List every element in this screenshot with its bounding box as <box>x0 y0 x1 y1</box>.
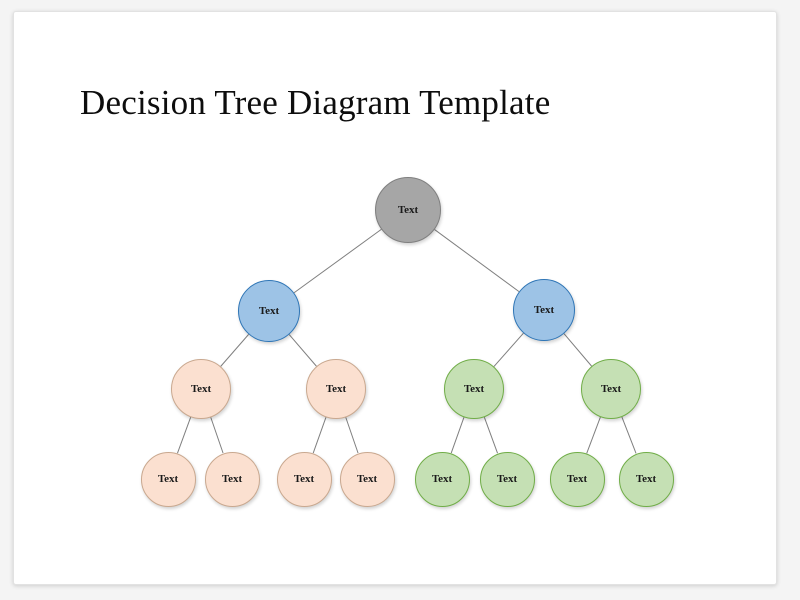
tree-node-l3-g[interactable]: Text <box>549 451 605 507</box>
tree-edge <box>621 416 637 454</box>
tree-node-l2-d[interactable]: Text <box>581 359 641 419</box>
tree-node-l3-a[interactable]: Text <box>140 451 196 507</box>
tree-node-label: Text <box>356 472 378 485</box>
tree-node-l3-d[interactable]: Text <box>339 451 395 507</box>
tree-edge <box>345 417 359 454</box>
tree-edge <box>493 332 524 367</box>
tree-node-l2-c[interactable]: Text <box>444 359 504 419</box>
tree-node-l1-b[interactable]: Text <box>513 279 575 341</box>
tree-node-label: Text <box>600 382 622 395</box>
tree-edge <box>563 333 592 367</box>
tree-node-l1-a[interactable]: Text <box>238 280 300 342</box>
tree-edge <box>210 417 224 454</box>
tree-node-l3-b[interactable]: Text <box>204 451 260 507</box>
tree-node-label: Text <box>397 203 419 216</box>
tree-node-l3-e[interactable]: Text <box>414 451 470 507</box>
tree-node-label: Text <box>190 382 212 395</box>
tree-node-label: Text <box>635 472 657 485</box>
tree-edge <box>293 228 382 294</box>
tree-node-label: Text <box>566 472 588 485</box>
tree-node-label: Text <box>157 472 179 485</box>
tree-node-label: Text <box>325 382 347 395</box>
tree-node-l3-f[interactable]: Text <box>479 451 535 507</box>
tree-node-l2-a[interactable]: Text <box>171 359 231 419</box>
tree-edge <box>483 416 498 454</box>
tree-node-l2-b[interactable]: Text <box>306 359 366 419</box>
tree-node-l3-c[interactable]: Text <box>276 451 332 507</box>
tree-node-label: Text <box>293 472 315 485</box>
tree-node-l3-h[interactable]: Text <box>618 451 674 507</box>
tree-edge <box>450 417 465 454</box>
tree-edge <box>586 416 601 454</box>
tree-node-label: Text <box>258 304 280 317</box>
tree-node-label: Text <box>221 472 243 485</box>
tree-node-label: Text <box>496 472 518 485</box>
tree-node-label: Text <box>533 303 555 316</box>
tree-edges <box>177 228 637 454</box>
tree-node-label: Text <box>431 472 453 485</box>
tree-edge <box>434 229 520 293</box>
tree-edge <box>288 334 317 367</box>
tree-node-root[interactable]: Text <box>375 177 441 243</box>
tree-edge <box>312 417 327 454</box>
tree-node-label: Text <box>463 382 485 395</box>
page-title: Decision Tree Diagram Template <box>80 83 551 122</box>
tree-edge <box>177 416 192 454</box>
tree-edge <box>220 334 250 367</box>
